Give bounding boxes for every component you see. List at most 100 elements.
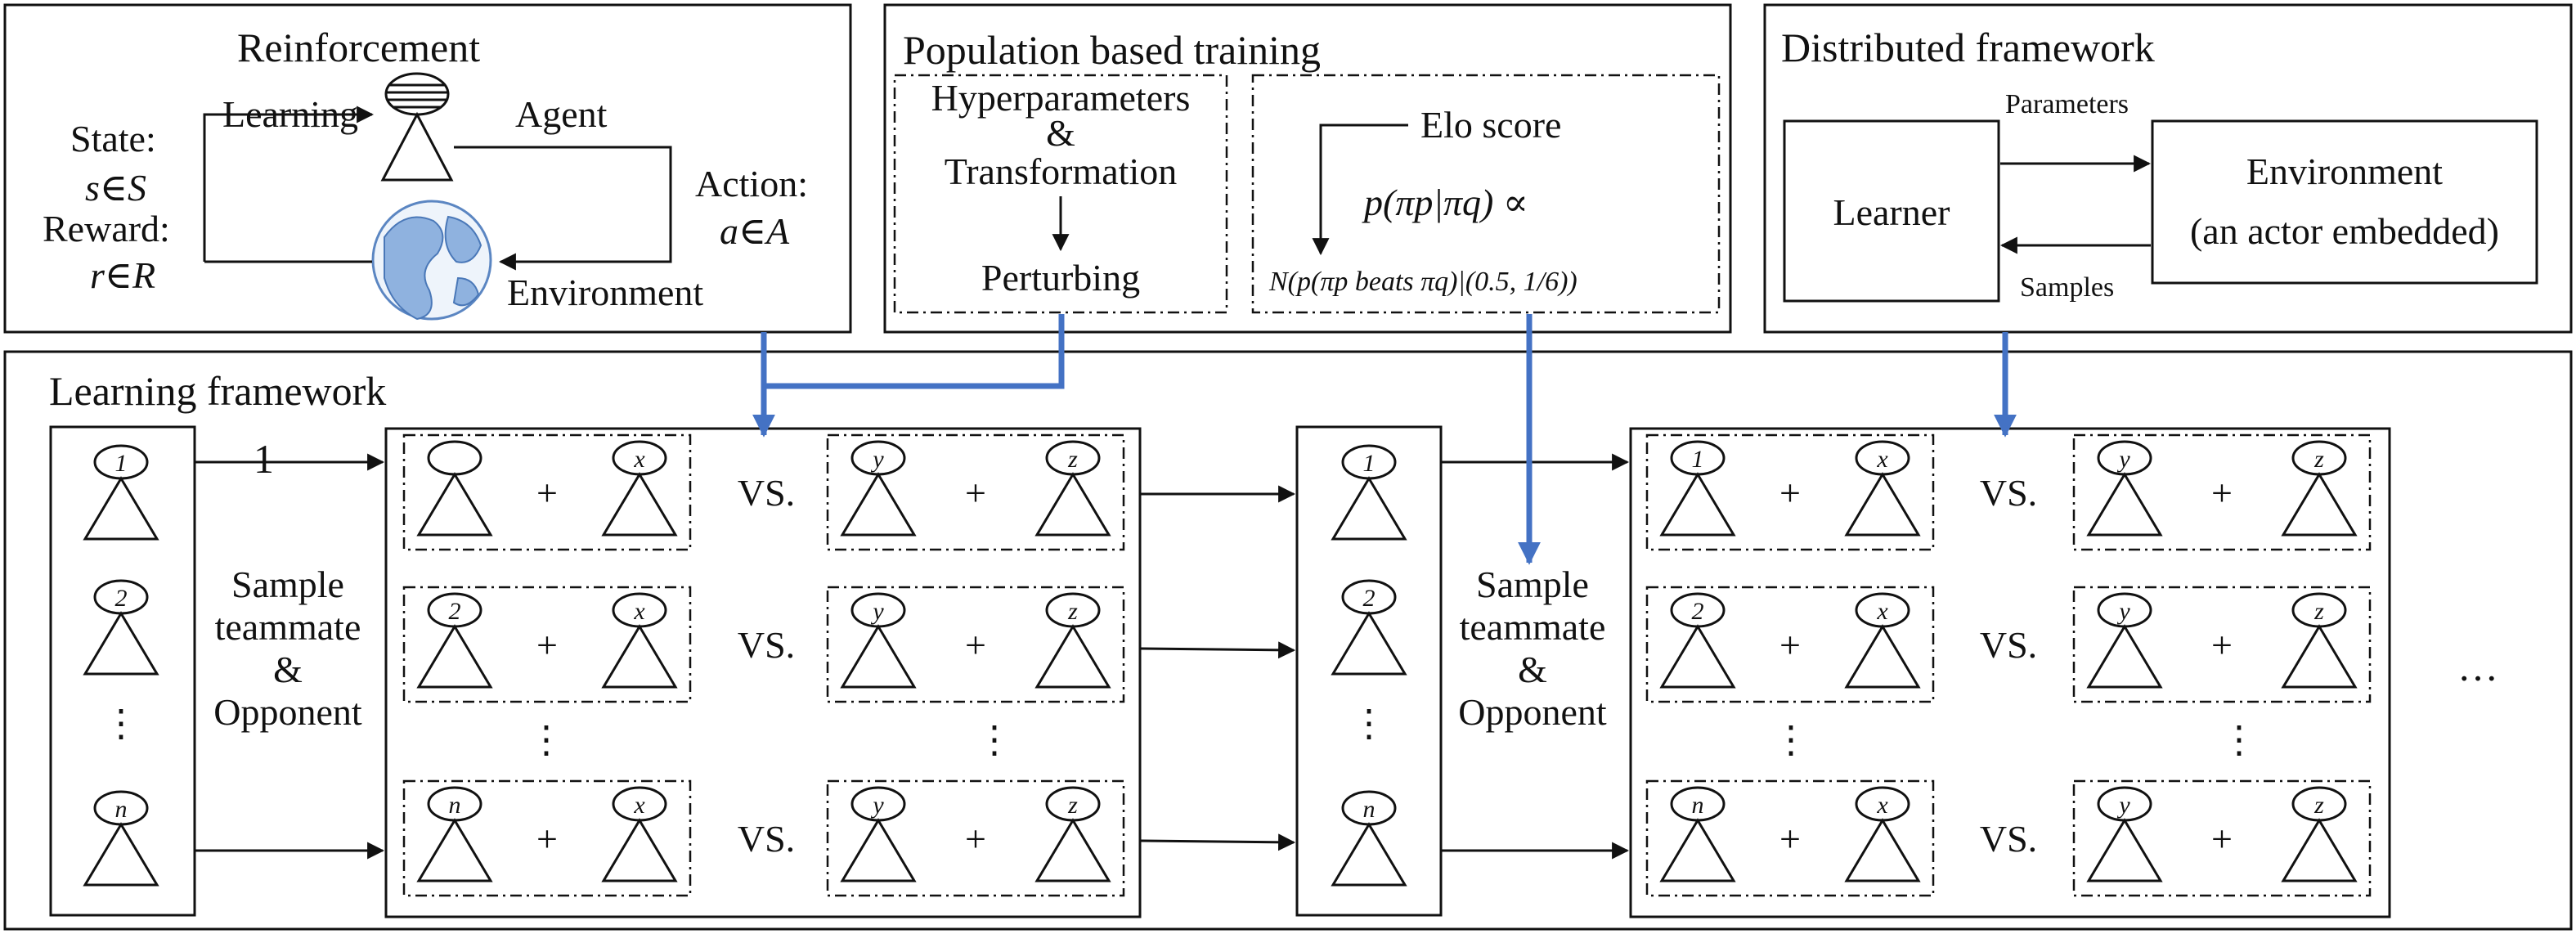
blue-line-perturbing	[764, 314, 1065, 389]
globe-icon	[371, 200, 492, 321]
agent-n-label: n	[115, 796, 128, 823]
team-b1-right-2-member-b-label: z	[1067, 598, 1078, 625]
agent-1-mid: 1	[1331, 444, 1407, 541]
pbt-frame	[883, 3, 1732, 334]
team-b1-left-2-plus: +	[536, 624, 558, 666]
team-b2-left-1-member-a: 1	[1659, 440, 1736, 537]
sample-text-left-4: Opponent	[213, 691, 362, 733]
pbt-title: Population based training	[903, 27, 1321, 73]
agent-1: 1	[83, 444, 159, 541]
team-b1-right-2-member-a: y	[840, 592, 917, 689]
team-b1-left-1-member-b-label: x	[633, 446, 645, 473]
team-b1-right-2-member-a-label: y	[870, 598, 884, 625]
formula-line-2: N(p(πp beats πq)|(0.5, 1/6))	[1268, 267, 1577, 297]
vs-b1-3: VS.	[738, 818, 795, 860]
vdots-b2-left: ⋮	[1772, 719, 1810, 761]
reinforcement-frame	[3, 3, 852, 334]
team-b2-right-2: y z +	[2072, 586, 2372, 703]
elo-score-label: Elo score	[1420, 104, 1561, 146]
team-b2-right-2-member-b: z	[2281, 592, 2358, 689]
elo-box	[1251, 74, 1721, 314]
team-b2-right-3-plus: +	[2211, 818, 2233, 860]
vs-b2-3: VS.	[1980, 818, 2037, 860]
formula-line-1: p(πp|πq) ∝	[1362, 182, 1528, 223]
agent-2-mid-label: 2	[1363, 585, 1376, 612]
team-b2-right-1-member-b: z	[2281, 440, 2358, 537]
agent-node-2-mid: 2	[1331, 579, 1407, 676]
team-b2-left-2-member-a-label: 2	[1692, 598, 1704, 625]
team-b1-left-2-member-a-label: 2	[449, 598, 461, 625]
team-b1-right-1-member-a-label: y	[870, 446, 884, 473]
team-b1-left-3-member-b-label: x	[633, 792, 645, 819]
agent-label: Agent	[515, 93, 608, 135]
vs-b1-1: VS.	[738, 472, 795, 514]
team-b2-right-3-member-a-label: y	[2116, 792, 2130, 819]
reinforcement-panel: Reinforcement Learning Agent State: s∈S …	[3, 3, 852, 334]
learning-framework-title: Learning framework	[49, 368, 386, 414]
blue-connectors	[752, 314, 2017, 565]
team-b2-left-2-plus: +	[1779, 624, 1801, 666]
reward-expression: r∈R	[90, 254, 155, 296]
environment-label: Environment	[507, 272, 703, 313]
team-b2-right-2-member-a: y	[2086, 592, 2163, 689]
team-b2-left-3-member-a-label: n	[1692, 792, 1704, 819]
agent-icon	[380, 72, 454, 182]
distributed-title: Distributed framework	[1781, 25, 2155, 70]
team-b2-right-2-member-b-label: z	[2313, 598, 2324, 625]
team-b1-right-1-member-b-label: z	[1067, 446, 1078, 473]
sample-text-left-1: Sample	[231, 564, 344, 605]
distributed-panel: Distributed framework Learner Environmen…	[1763, 3, 2573, 334]
team-b1-right-3-member-b-label: z	[1067, 792, 1078, 819]
agent-node-n-mid: n	[1331, 790, 1407, 887]
vs-b1-2: VS.	[738, 624, 795, 666]
team-b2-left-1-member-b: x	[1844, 440, 1921, 537]
team-b1-right-1-plus: +	[965, 472, 986, 514]
agent-1-label: 1	[115, 450, 128, 477]
agent-n-mid-label: n	[1363, 796, 1376, 823]
learner-label: Learner	[1833, 191, 1950, 233]
sample-text-left-3: &	[273, 649, 303, 690]
distributed-frame	[1763, 3, 2573, 334]
population-column-middle	[1295, 425, 1443, 917]
learner-box	[1783, 119, 2000, 303]
agent-2-label: 2	[115, 585, 128, 612]
sample-text-mid-1: Sample	[1476, 564, 1589, 605]
ellipsis: …	[2457, 644, 2498, 689]
team-b2-right-3-member-b: z	[2281, 786, 2358, 882]
arrow-mid-middle	[1139, 641, 1296, 659]
elo-arrow	[1312, 123, 1408, 256]
team-b2-right-1-member-a: y	[2086, 440, 2163, 537]
sample-text-mid-2: teammate	[1460, 606, 1606, 648]
vdots-left: ⋮	[102, 703, 140, 744]
team-b2-left-3-member-b: x	[1844, 786, 1921, 882]
state-label: State:	[70, 118, 156, 159]
learning-framework-panel: Learning framework 1 2 n ⋮ 1 Sample team…	[3, 350, 2573, 931]
team-b1-left-1-plus: +	[536, 472, 558, 514]
team-b1-left-3-member-a-label: n	[449, 792, 461, 819]
team-b2-left-3-member-b-label: x	[1876, 792, 1888, 819]
team-b2-right-2-plus: +	[2211, 624, 2233, 666]
team-b1-right-3-member-a-label: y	[870, 792, 884, 819]
actor-embedded-label: (an actor embedded)	[2190, 210, 2499, 252]
reinforcement-title: Reinforcement	[237, 25, 480, 70]
team-b1-left-2-member-a: 2	[416, 592, 493, 689]
reward-to-agent-arrow	[203, 106, 375, 262]
team-b1-right-1-member-a: y	[840, 440, 917, 537]
vdots-b1-right: ⋮	[976, 719, 1013, 761]
team-b2-left-1-member-a-label: 1	[1692, 446, 1704, 473]
vs-b2-1: VS.	[1980, 472, 2037, 514]
agent-n: n	[83, 790, 159, 887]
vdots-b1-left: ⋮	[527, 719, 565, 761]
team-b2-left-3-member-a: n	[1659, 786, 1736, 882]
action-label: Action:	[695, 163, 808, 204]
ampersand-label: &	[1046, 112, 1075, 154]
team-b1-right-3-member-a: y	[840, 786, 917, 882]
parameters-label: Parameters	[2005, 89, 2129, 119]
